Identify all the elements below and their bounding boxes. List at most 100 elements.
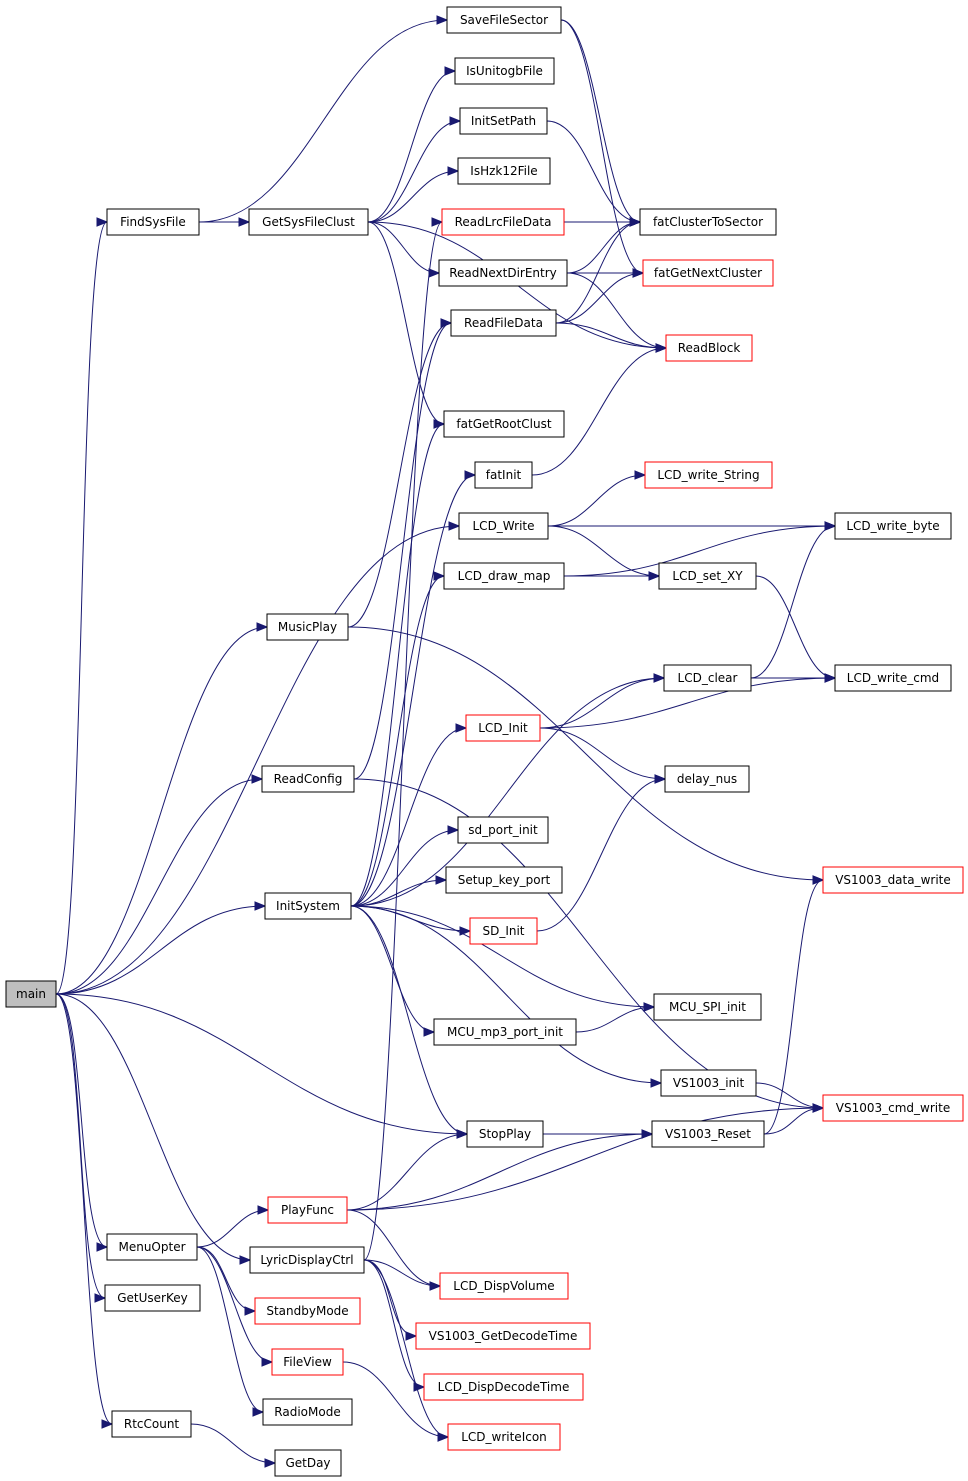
node-mcu-mp3-port-init[interactable]: MCU_mp3_port_init	[433, 1018, 577, 1046]
edge-line	[547, 525, 660, 577]
node-file-view[interactable]: FileView	[271, 1348, 344, 1376]
node-get-user-key[interactable]: GetUserKey	[104, 1284, 201, 1312]
node-vs1003-cmd-write[interactable]: VS1003_cmd_write	[822, 1094, 964, 1122]
node-box	[822, 866, 964, 894]
edge-lyric-display-ctrl-to-vs1003-get-decode-time	[363, 1259, 418, 1341]
node-vs1003-data-write[interactable]: VS1003_data_write	[822, 866, 964, 894]
node-mcu-spi-init[interactable]: MCU_SPI_init	[653, 993, 762, 1021]
edge-arrowhead	[94, 1293, 107, 1303]
node-box	[834, 664, 952, 692]
node-save-file-sector[interactable]: SaveFileSector	[446, 6, 562, 34]
edge-main-to-read-config	[55, 774, 264, 995]
edge-main-to-init-system	[55, 901, 267, 995]
node-vs1003-init[interactable]: VS1003_init	[660, 1069, 757, 1097]
edge-line	[196, 1246, 256, 1312]
node-label: MusicPlay	[278, 620, 337, 634]
node-lcd-write-cmd[interactable]: LCD_write_cmd	[834, 664, 952, 692]
edge-arrowhead	[239, 1255, 252, 1265]
edge-line	[363, 1259, 417, 1337]
node-read-file-data[interactable]: ReadFileData	[450, 309, 557, 337]
edge-arrowhead	[431, 217, 444, 227]
node-box	[5, 980, 57, 1008]
edge-line	[547, 474, 646, 527]
node-radio-mode[interactable]: RadioMode	[262, 1398, 353, 1426]
node-lcd-clear[interactable]: LCD_clear	[663, 664, 752, 692]
node-box	[457, 157, 551, 185]
node-box	[653, 993, 762, 1021]
edge-play-func-to-stop-play	[346, 1129, 469, 1211]
edge-line	[350, 727, 467, 907]
edge-line	[346, 1209, 441, 1287]
node-fat-get-root-clust[interactable]: fatGetRootClust	[443, 410, 565, 438]
node-lcd-write-string[interactable]: LCD_write_String	[644, 461, 773, 489]
node-find-sys-file[interactable]: FindSysFile	[106, 208, 200, 236]
edge-vs1003-reset-to-vs1003-data-write	[763, 875, 825, 1135]
node-label: FindSysFile	[120, 215, 186, 229]
node-init-system[interactable]: InitSystem	[264, 892, 352, 920]
edge-get-sys-file-clust-to-is-hzk12-file	[367, 166, 460, 223]
node-standby-mode[interactable]: StandbyMode	[254, 1297, 361, 1325]
edge-menu-opter-to-play-func	[196, 1205, 270, 1248]
node-lyric-display-ctrl[interactable]: LyricDisplayCtrl	[249, 1246, 365, 1274]
edge-read-file-data-to-fat-cluster-to-sector	[555, 217, 642, 324]
edge-line	[363, 221, 443, 1261]
edge-init-system-to-lcd-draw-map	[350, 571, 446, 907]
node-get-day[interactable]: GetDay	[274, 1449, 342, 1477]
node-fat-init[interactable]: fatInit	[474, 461, 533, 489]
node-lcd-set-xy[interactable]: LCD_set_XY	[658, 562, 757, 590]
node-label: IsHzk12File	[470, 164, 537, 178]
node-setup-key-port[interactable]: Setup_key_port	[445, 866, 563, 894]
node-sd-init[interactable]: SD_Init	[469, 917, 538, 945]
node-delay-nus[interactable]: delay_nus	[664, 765, 750, 793]
edge-arrowhead	[824, 673, 837, 683]
node-label: VS1003_cmd_write	[836, 1101, 950, 1115]
node-rtc-count[interactable]: RtcCount	[111, 1410, 192, 1438]
edge-line	[196, 1246, 264, 1413]
node-lcd-disp-volume[interactable]: LCD_DispVolume	[439, 1272, 569, 1300]
edge-arrowhead	[812, 1103, 825, 1113]
node-box	[665, 334, 753, 362]
edge-line	[367, 70, 456, 223]
edge-line	[346, 1107, 824, 1211]
node-box	[639, 208, 777, 236]
node-lcd-disp-decode-time[interactable]: LCD_DispDecodeTime	[423, 1373, 584, 1401]
node-fat-get-next-cluster[interactable]: fatGetNextCluster	[642, 259, 774, 287]
edge-line	[563, 525, 836, 577]
node-fat-cluster-to-sector[interactable]: fatClusterToSector	[639, 208, 777, 236]
node-sd-port-init[interactable]: sd_port_init	[457, 816, 549, 844]
node-is-hzk12-file[interactable]: IsHzk12File	[457, 157, 551, 185]
node-read-config[interactable]: ReadConfig	[261, 765, 355, 793]
node-lcd-draw-map[interactable]: LCD_draw_map	[443, 562, 565, 590]
node-label: ReadNextDirEntry	[449, 266, 557, 280]
edge-main-to-find-sys-file	[55, 217, 109, 995]
edge-arrowhead	[252, 1407, 265, 1417]
node-label: LyricDisplayCtrl	[260, 1253, 353, 1267]
edge-line	[350, 905, 655, 1008]
node-box	[262, 1398, 353, 1426]
node-init-set-path[interactable]: InitSetPath	[459, 107, 548, 135]
node-read-block[interactable]: ReadBlock	[665, 334, 753, 362]
node-main[interactable]: main	[5, 980, 57, 1008]
edge-read-config-to-vs1003-cmd-write	[353, 778, 825, 1113]
node-music-play[interactable]: MusicPlay	[266, 613, 349, 641]
edge-arrowhead	[653, 673, 666, 683]
node-stop-play[interactable]: StopPlay	[466, 1120, 544, 1148]
node-vs1003-reset[interactable]: VS1003_Reset	[651, 1120, 765, 1148]
node-get-sys-file-clust[interactable]: GetSysFileClust	[248, 208, 369, 236]
node-lcd-write-icon[interactable]: LCD_writeIcon	[447, 1423, 561, 1451]
node-read-next-dir-entry[interactable]: ReadNextDirEntry	[438, 259, 568, 287]
node-read-lrc-file-data[interactable]: ReadLrcFileData	[441, 208, 565, 236]
edge-find-sys-file-to-get-sys-file-clust	[199, 217, 251, 227]
node-label: LCD_draw_map	[458, 569, 551, 583]
node-menu-opter[interactable]: MenuOpter	[106, 1233, 198, 1261]
node-lcd-init[interactable]: LCD_Init	[465, 714, 541, 742]
node-is-unitogb-file[interactable]: IsUnitogbFile	[454, 57, 555, 85]
node-box	[454, 57, 555, 85]
node-vs1003-get-decode-time[interactable]: VS1003_GetDecodeTime	[415, 1322, 591, 1350]
node-box	[104, 1284, 201, 1312]
node-play-func[interactable]: PlayFunc	[267, 1196, 348, 1224]
node-lcd-write-byte[interactable]: LCD_write_byte	[834, 512, 952, 540]
edge-line	[367, 221, 445, 425]
edge-music-play-to-vs1003-data-write	[347, 626, 825, 885]
node-lcd-write[interactable]: LCD_Write	[458, 512, 549, 540]
